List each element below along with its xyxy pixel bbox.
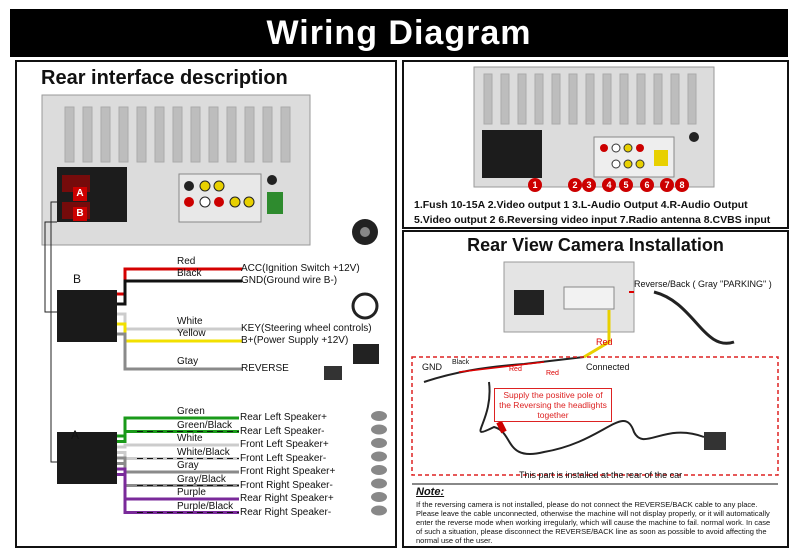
b-wire-color-label: Yellow	[177, 328, 206, 339]
speaker-icon	[371, 438, 387, 448]
a-wire-color-label: Gray	[177, 460, 199, 471]
port-marker: 3	[582, 178, 596, 192]
connected-label: Connected	[586, 362, 630, 372]
rear-ports-drawing	[473, 66, 715, 188]
supply-note: Supply the positive pole of the Reversin…	[494, 388, 612, 422]
port-marker: 1	[528, 178, 542, 192]
a-wire-function-label: Front Left Speaker+	[240, 439, 329, 450]
battery-icon	[353, 344, 379, 364]
red-label-1: Red	[596, 337, 613, 347]
ports-legend-line-2: 5.Video output 2 6.Reversing video input…	[414, 214, 771, 226]
a-wire-color-label: White/Black	[177, 446, 230, 458]
a-wire-color-label: Green	[177, 406, 205, 417]
speaker-icon	[371, 505, 387, 516]
speaker-icon	[371, 492, 387, 502]
port-marker: 4	[602, 178, 616, 192]
note-text: If the reversing camera is not installed…	[416, 500, 771, 545]
b-wire-function-label: KEY(Steering wheel controls)	[241, 323, 372, 334]
connector-a	[57, 432, 117, 484]
connector-b	[57, 290, 117, 342]
reverse-label: Reverse/Back ( Gray "PARKING" )	[634, 279, 772, 289]
a-wire-function-label: Rear Left Speaker-	[240, 425, 325, 437]
a-wire-line	[117, 416, 239, 438]
red-label-2: Red	[509, 366, 522, 373]
b-wire-color-label: Black	[177, 268, 202, 279]
b-wire-color-label: Gtay	[177, 356, 199, 367]
head-unit-rear	[41, 94, 311, 246]
a-wire-color-label: Purple/Black	[177, 500, 234, 512]
camera-install-heading: Rear View Camera Installation	[467, 235, 724, 255]
b-wire-function-label: GND(Ground wire B-)	[241, 275, 338, 286]
a-wire-color-label: Gray/Black	[177, 473, 226, 485]
rear-interface-panel: Rear interface description	[15, 60, 397, 548]
a-tag: A	[73, 187, 87, 201]
a-wire-color-label: Green/Black	[177, 419, 233, 431]
b-block-label: B	[73, 272, 82, 286]
rear-install-caption: This part is installed at the rear of th…	[519, 470, 683, 480]
a-wire-function-label: Rear Left Speaker+	[240, 412, 327, 423]
a-wire-color-label: Purple	[177, 487, 206, 498]
red-label-3: Red	[546, 370, 559, 377]
b-wire-color-label: White	[177, 316, 203, 327]
gnd-label: GND	[422, 362, 442, 372]
b-wire-color-label: Red	[177, 256, 196, 267]
camera-install-drawing	[411, 261, 779, 485]
rear-install-region	[411, 356, 779, 476]
camera-install-panel: Rear View Camera Installation Reverse/Ba…	[402, 230, 789, 548]
page-title: Wiring Diagram	[10, 9, 788, 57]
steering-wheel-icon	[351, 292, 379, 320]
b-wire-line	[117, 312, 242, 331]
b-wire-line	[117, 332, 242, 371]
a-wire-function-label: Front Right Speaker-	[240, 479, 333, 491]
port-marker: 5	[619, 178, 633, 192]
camera-icon	[324, 366, 342, 380]
port-marker: 6	[640, 178, 654, 192]
port-marker: 7	[660, 178, 674, 192]
speaker-icon	[371, 465, 387, 475]
note-title: Note:	[416, 486, 445, 498]
a-wire-color-label: White	[177, 433, 203, 444]
speaker-icon	[371, 451, 387, 462]
a-wire-function-label: Rear Right Speaker+	[240, 493, 334, 504]
rear-interface-drawing	[41, 94, 387, 516]
speaker-icon	[371, 478, 387, 489]
ports-legend-line-1: 1.Fush 10-15A 2.Video output 1 3.L-Audio…	[414, 199, 748, 211]
b-wire-function-label: B+(Power Supply +12V)	[241, 335, 349, 346]
a-wire-function-label: Front Left Speaker-	[240, 452, 327, 464]
port-marker: 8	[675, 178, 689, 192]
speaker-icon	[371, 424, 387, 435]
b-wire-line	[117, 279, 242, 306]
a-wire-function-label: Front Right Speaker+	[240, 466, 336, 477]
a-wire-line	[117, 443, 239, 449]
rear-camera-icon	[704, 432, 726, 450]
a-wire-function-label: Rear Right Speaker-	[240, 506, 332, 518]
b-wire-function-label: REVERSE	[241, 363, 289, 374]
b-tag: B	[73, 207, 87, 221]
speaker-icon	[371, 411, 387, 421]
black-label: Black	[452, 359, 470, 366]
b-wire-function-label: ACC(Ignition Switch +12V)	[241, 263, 360, 274]
rear-interface-heading: Rear interface description	[41, 67, 288, 89]
a-block-label: A	[71, 428, 80, 442]
port-marker: 2	[568, 178, 582, 192]
